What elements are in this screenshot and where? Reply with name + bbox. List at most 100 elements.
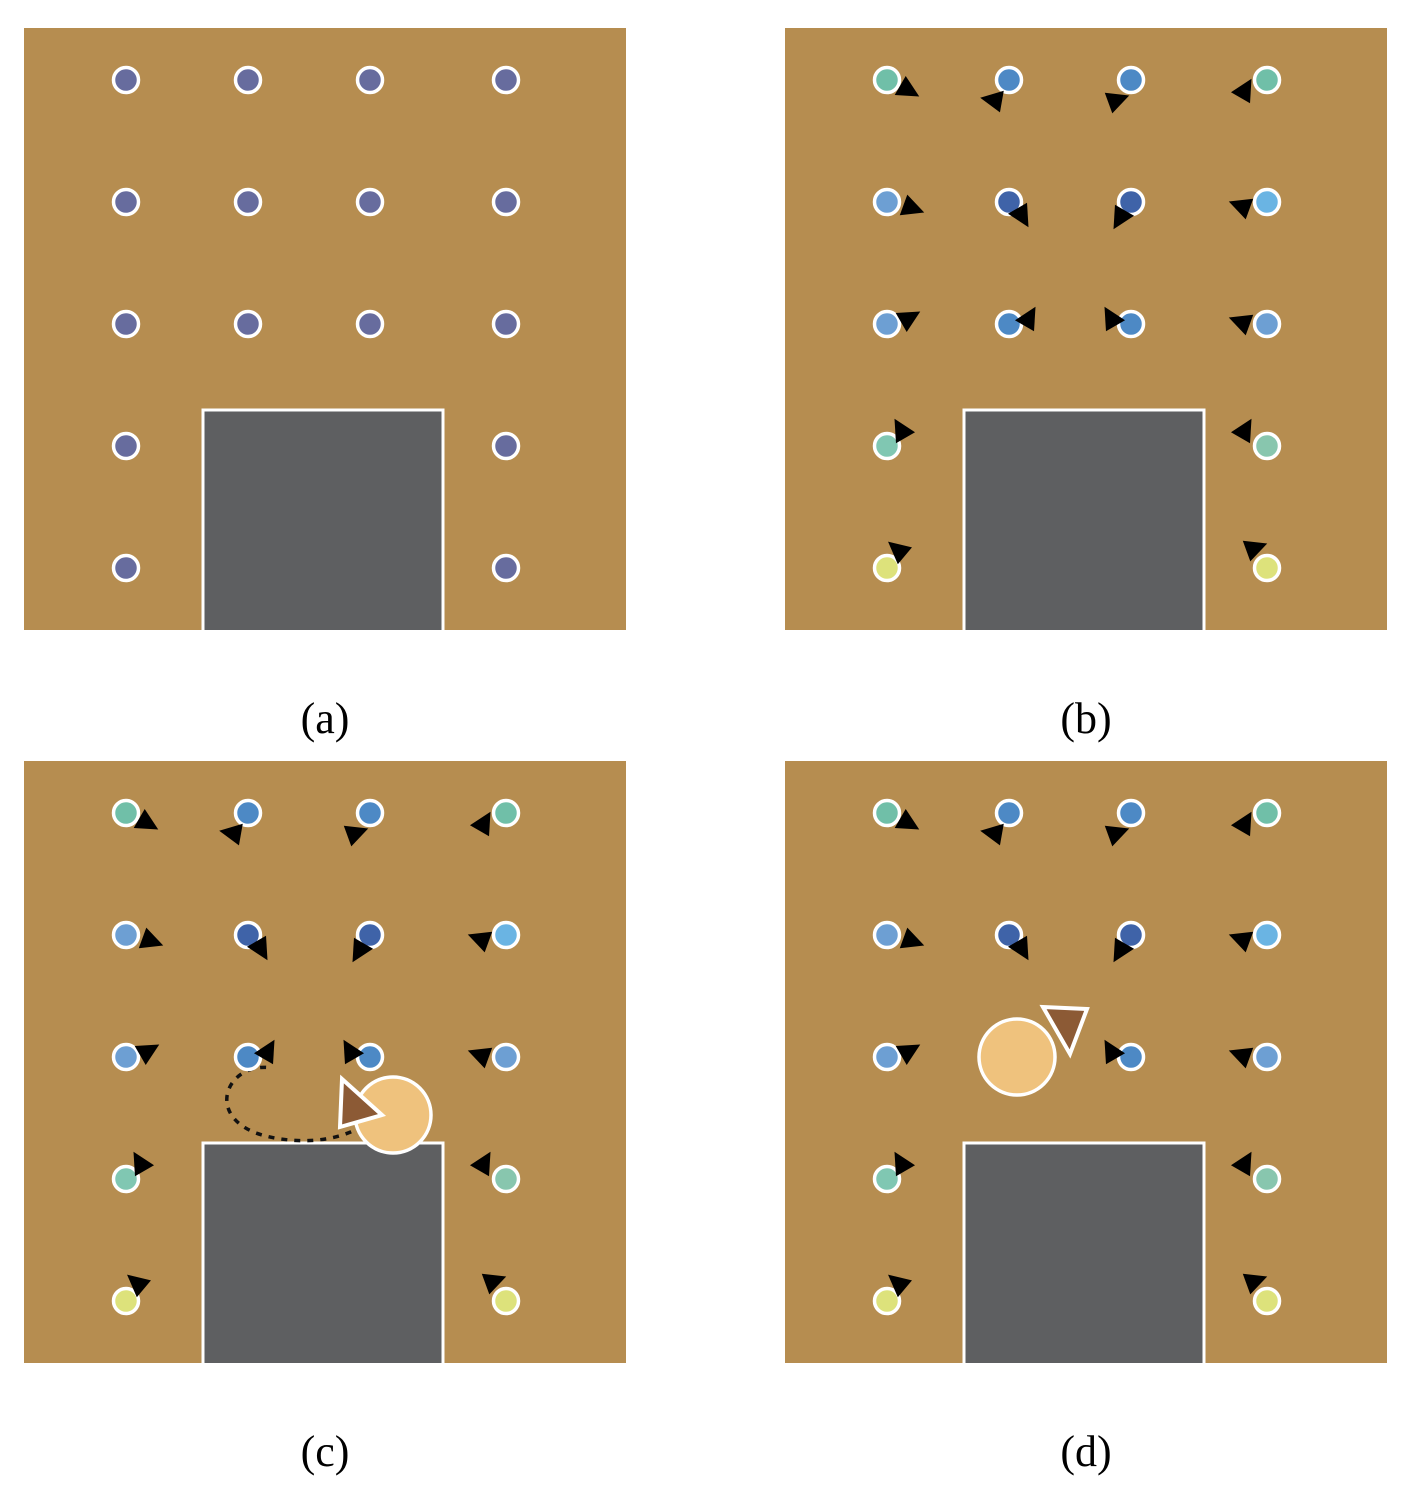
direction-marker-shape bbox=[133, 1151, 155, 1177]
direction-marker-icon bbox=[1230, 811, 1252, 837]
start-node-icon bbox=[1116, 798, 1146, 828]
direction-marker-icon bbox=[1230, 78, 1252, 104]
direction-marker-shape bbox=[1242, 540, 1268, 562]
direction-marker-icon bbox=[894, 418, 916, 444]
direction-marker-shape bbox=[888, 541, 912, 565]
direction-marker-icon bbox=[1104, 825, 1130, 847]
start-node-icon bbox=[1252, 798, 1282, 828]
direction-marker-shape bbox=[1007, 202, 1029, 228]
direction-marker-shape bbox=[1228, 314, 1254, 336]
direction-marker-icon bbox=[1014, 306, 1036, 332]
start-node-icon bbox=[1252, 187, 1282, 217]
direction-marker-shape bbox=[894, 1151, 916, 1177]
start-node-icon bbox=[111, 1164, 141, 1194]
direction-marker-icon bbox=[467, 931, 493, 953]
direction-marker-icon bbox=[888, 1274, 912, 1298]
direction-marker-icon bbox=[894, 75, 920, 97]
direction-marker-icon bbox=[1228, 931, 1254, 953]
obstacle-block bbox=[201, 1141, 445, 1363]
panel-d-scene bbox=[785, 761, 1387, 1363]
start-node-icon bbox=[491, 920, 521, 950]
start-node-icon bbox=[872, 431, 902, 461]
direction-marker-shape bbox=[1104, 1039, 1126, 1065]
direction-marker-shape bbox=[134, 1044, 160, 1066]
start-node-icon bbox=[1252, 431, 1282, 461]
start-node-icon bbox=[355, 798, 385, 828]
direction-marker-icon bbox=[1104, 92, 1130, 114]
direction-marker-shape bbox=[343, 1039, 365, 1065]
direction-marker-shape bbox=[980, 823, 1004, 846]
start-node-icon bbox=[355, 309, 385, 339]
direction-marker-icon bbox=[894, 808, 920, 830]
start-node-icon bbox=[491, 309, 521, 339]
start-node-icon bbox=[872, 309, 902, 339]
direction-marker-icon bbox=[1242, 540, 1268, 562]
direction-marker-icon bbox=[980, 90, 1004, 113]
agent-body-icon bbox=[977, 1017, 1057, 1097]
direction-marker-shape bbox=[127, 1274, 151, 1298]
direction-marker-icon bbox=[1007, 202, 1029, 228]
direction-marker-shape bbox=[246, 935, 268, 961]
direction-marker-icon bbox=[1228, 1047, 1254, 1069]
direction-marker-icon bbox=[352, 937, 374, 963]
direction-marker-icon bbox=[1104, 1039, 1126, 1065]
direction-marker-icon bbox=[1104, 306, 1126, 332]
start-node-icon bbox=[872, 553, 902, 583]
direction-marker-icon bbox=[133, 808, 159, 830]
start-node-icon bbox=[233, 309, 263, 339]
direction-marker-shape bbox=[481, 1273, 507, 1295]
direction-marker-icon bbox=[1113, 204, 1135, 230]
direction-marker-icon bbox=[138, 927, 164, 949]
start-node-icon bbox=[111, 65, 141, 95]
start-node-icon bbox=[233, 187, 263, 217]
direction-marker-shape bbox=[888, 1274, 912, 1298]
start-node-icon bbox=[491, 1286, 521, 1316]
start-node-icon bbox=[233, 798, 263, 828]
start-node-icon bbox=[1252, 1042, 1282, 1072]
direction-marker-icon bbox=[469, 1151, 491, 1177]
start-node-icon bbox=[111, 553, 141, 583]
start-node-icon bbox=[1252, 1286, 1282, 1316]
direction-marker-icon bbox=[1242, 1273, 1268, 1295]
direction-marker-shape bbox=[467, 931, 493, 953]
direction-marker-icon bbox=[895, 311, 921, 333]
panel-c-scene bbox=[24, 761, 626, 1363]
direction-marker-shape bbox=[1228, 1047, 1254, 1069]
direction-marker-shape bbox=[1230, 418, 1252, 444]
direction-marker-shape bbox=[1104, 92, 1130, 114]
start-node-icon bbox=[872, 1286, 902, 1316]
start-node-icon bbox=[994, 309, 1024, 339]
obstacle-block bbox=[962, 408, 1206, 630]
start-node-icon bbox=[491, 1164, 521, 1194]
direction-marker-icon bbox=[894, 1151, 916, 1177]
caption-d: (d) bbox=[1060, 1427, 1112, 1476]
caption-b: (b) bbox=[1060, 694, 1112, 743]
agent-heading-icon bbox=[337, 1074, 387, 1130]
direction-marker-shape bbox=[138, 927, 164, 949]
direction-marker-icon bbox=[899, 927, 925, 949]
start-node-icon bbox=[872, 187, 902, 217]
agent-heading-icon bbox=[1039, 1004, 1090, 1059]
start-node-icon bbox=[111, 431, 141, 461]
start-node-icon bbox=[111, 309, 141, 339]
direction-marker-shape bbox=[1113, 204, 1135, 230]
direction-marker-shape bbox=[1228, 931, 1254, 953]
direction-marker-shape bbox=[1230, 1151, 1252, 1177]
direction-marker-icon bbox=[895, 1044, 921, 1066]
direction-marker-icon bbox=[1230, 418, 1252, 444]
start-node-icon bbox=[233, 65, 263, 95]
start-node-icon bbox=[491, 1042, 521, 1072]
direction-marker-icon bbox=[481, 1273, 507, 1295]
direction-marker-shape bbox=[1104, 306, 1126, 332]
direction-marker-shape bbox=[133, 808, 159, 830]
start-node-icon bbox=[994, 920, 1024, 950]
direction-marker-icon bbox=[1007, 935, 1029, 961]
start-node-icon bbox=[111, 798, 141, 828]
direction-marker-icon bbox=[133, 1151, 155, 1177]
direction-marker-icon bbox=[888, 541, 912, 565]
direction-marker-icon bbox=[253, 1039, 275, 1065]
direction-marker-shape bbox=[1104, 825, 1130, 847]
obstacle-block bbox=[201, 408, 445, 630]
direction-marker-icon bbox=[134, 1044, 160, 1066]
direction-marker-shape bbox=[1113, 937, 1135, 963]
